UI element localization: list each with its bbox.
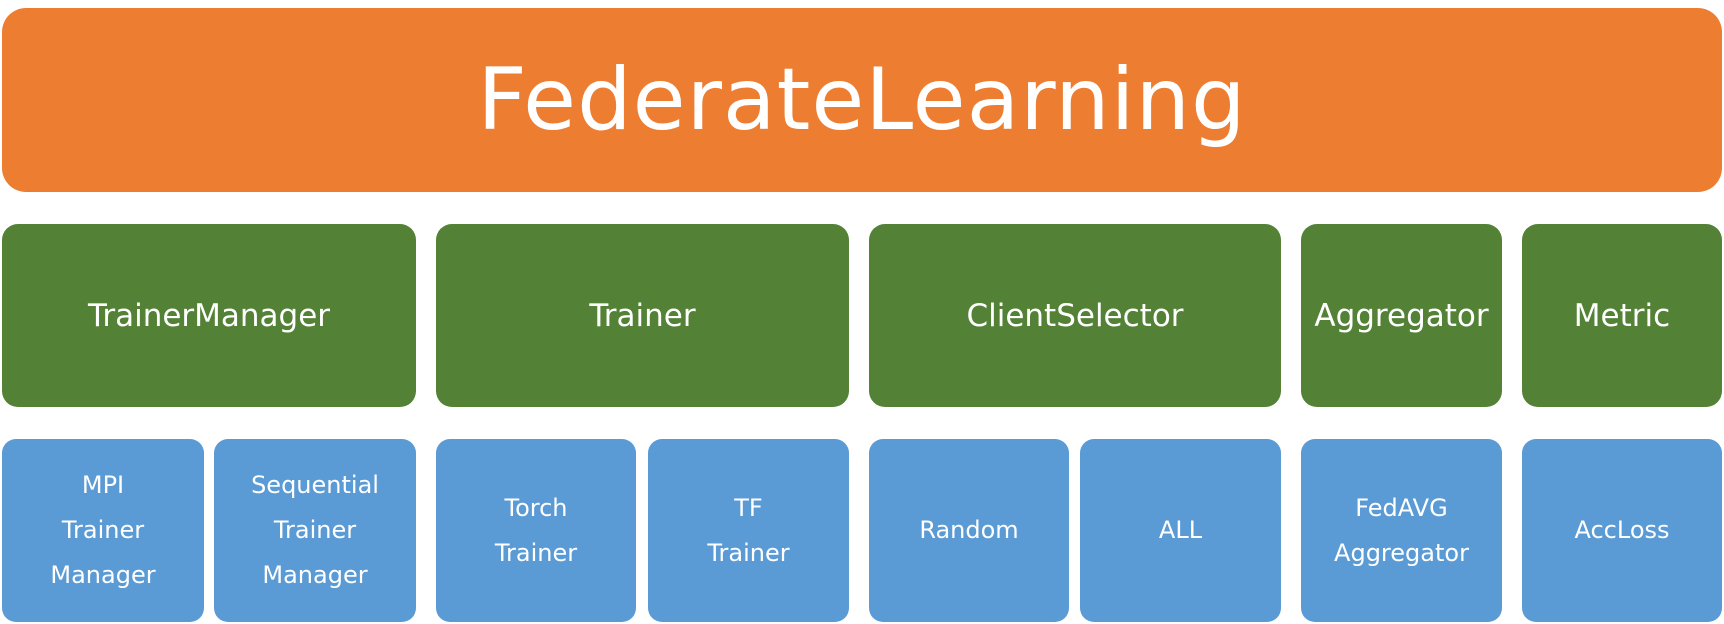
impl-label: TF Trainer bbox=[707, 493, 790, 567]
module-label: Metric bbox=[1573, 297, 1671, 334]
impl-label: MPI Trainer Manager bbox=[50, 471, 156, 589]
impl-label: FedAVG Aggregator bbox=[1334, 493, 1469, 567]
federate-learning-box: FederateLearning bbox=[2, 8, 1722, 192]
impl-accloss: AccLoss bbox=[1522, 439, 1722, 622]
impl-label: AccLoss bbox=[1574, 516, 1670, 544]
federate-learning-title: FederateLearning bbox=[477, 50, 1247, 150]
module-label: Aggregator bbox=[1314, 297, 1489, 334]
module-label: TrainerManager bbox=[87, 297, 331, 334]
module-label: Trainer bbox=[589, 297, 696, 334]
impl-random: Random bbox=[869, 439, 1069, 622]
impl-mpi-trainer-manager: MPI Trainer Manager bbox=[2, 439, 204, 622]
impl-fedavg-aggregator: FedAVG Aggregator bbox=[1301, 439, 1502, 622]
module-label: ClientSelector bbox=[966, 297, 1184, 334]
module-trainer: Trainer bbox=[436, 224, 849, 407]
module-metric: Metric bbox=[1522, 224, 1722, 407]
module-client-selector: ClientSelector bbox=[869, 224, 1281, 407]
impl-label: Torch Trainer bbox=[494, 493, 578, 567]
impl-torch-trainer: Torch Trainer bbox=[436, 439, 636, 622]
impl-label: ALL bbox=[1158, 516, 1203, 544]
module-trainer-manager: TrainerManager bbox=[2, 224, 416, 407]
module-aggregator: Aggregator bbox=[1301, 224, 1502, 407]
impl-sequential-trainer-manager: Sequential Trainer Manager bbox=[214, 439, 416, 622]
impl-tf-trainer: TF Trainer bbox=[648, 439, 849, 622]
impl-all: ALL bbox=[1080, 439, 1281, 622]
impl-label: Random bbox=[919, 516, 1019, 544]
impl-label: Sequential Trainer Manager bbox=[251, 471, 379, 589]
